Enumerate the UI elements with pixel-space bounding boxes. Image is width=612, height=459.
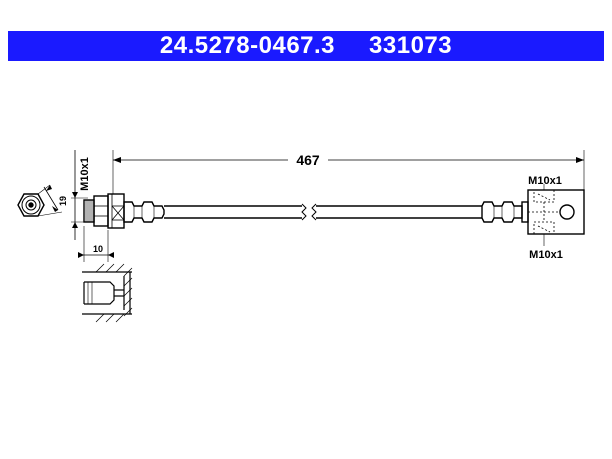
length-label: 467 bbox=[296, 152, 320, 168]
length-dimension bbox=[112, 150, 585, 196]
port-section-detail bbox=[82, 263, 133, 323]
hose-body bbox=[164, 203, 482, 221]
thread-right-top-label: M10x1 bbox=[528, 175, 562, 187]
reference-number: 331073 bbox=[369, 32, 453, 59]
left-male-fitting bbox=[83, 193, 165, 229]
thread-left-dimension bbox=[71, 150, 88, 240]
hex-end-view bbox=[17, 184, 63, 217]
thread-right-bottom-label: M10x1 bbox=[529, 249, 563, 261]
thread-left-label: M10x1 bbox=[79, 157, 91, 191]
title-bar: 24.5278-0467.3 331073 bbox=[8, 31, 604, 61]
part-number: 24.5278-0467.3 bbox=[159, 32, 336, 59]
right-fitting bbox=[481, 184, 585, 246]
fitting-length-label: 10 bbox=[93, 244, 103, 254]
width-across-flats-label: 19 bbox=[58, 196, 68, 206]
fitting-length-dimension bbox=[78, 226, 114, 262]
